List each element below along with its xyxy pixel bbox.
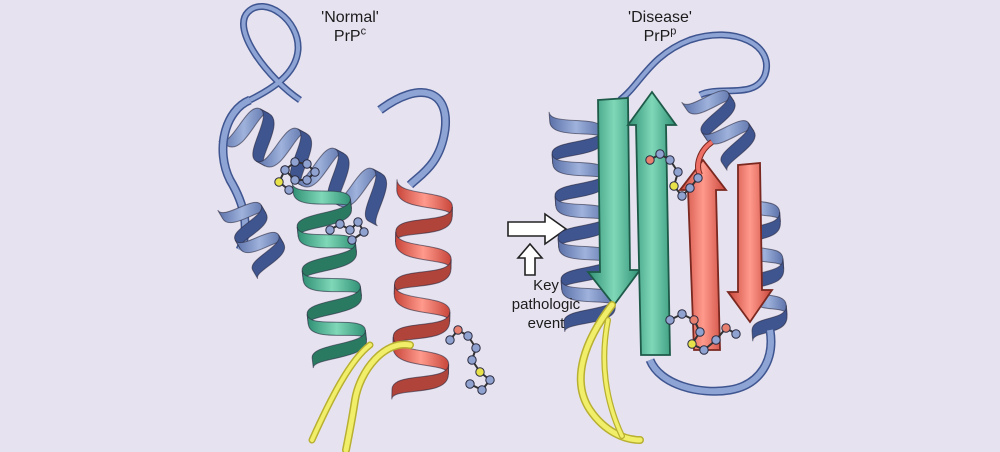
normal-title-base: PrP <box>333 28 361 45</box>
normal-red-helix <box>391 179 453 400</box>
conversion-arrow <box>507 212 568 246</box>
key-event-line2: pathologic <box>511 296 581 313</box>
normal-blue-helix-2 <box>217 202 286 279</box>
disease-title: 'Disease' PrPp <box>600 8 720 46</box>
normal-title: 'Normal' PrPc <box>290 8 410 46</box>
key-event-label: Key pathologic event <box>496 276 596 333</box>
disease-residue-cluster-bottom <box>665 309 741 355</box>
disease-red-strand-2 <box>726 162 774 324</box>
disease-prion-protein <box>548 31 788 444</box>
disease-title-sup: p <box>670 25 677 38</box>
disease-residue-cluster-top <box>645 149 703 201</box>
normal-title-line1: 'Normal' <box>321 9 379 26</box>
disease-title-line2: PrPp <box>600 25 720 46</box>
normal-prion-protein <box>217 3 495 452</box>
normal-title-line2: PrPc <box>290 25 410 46</box>
disease-green-strand-1 <box>586 97 642 307</box>
normal-residue-cluster-mid <box>325 217 369 245</box>
key-event-line3: event <box>527 315 565 332</box>
normal-residue-cluster-top <box>274 157 320 195</box>
disease-title-base: PrP <box>643 28 671 45</box>
key-event-line1: Key <box>533 277 559 294</box>
normal-title-sup: c <box>360 25 367 38</box>
normal-residue-cluster-bottom <box>445 325 495 395</box>
key-event-arrow <box>516 242 544 276</box>
normal-green-helix <box>291 182 367 369</box>
disease-title-line1: 'Disease' <box>628 9 692 26</box>
